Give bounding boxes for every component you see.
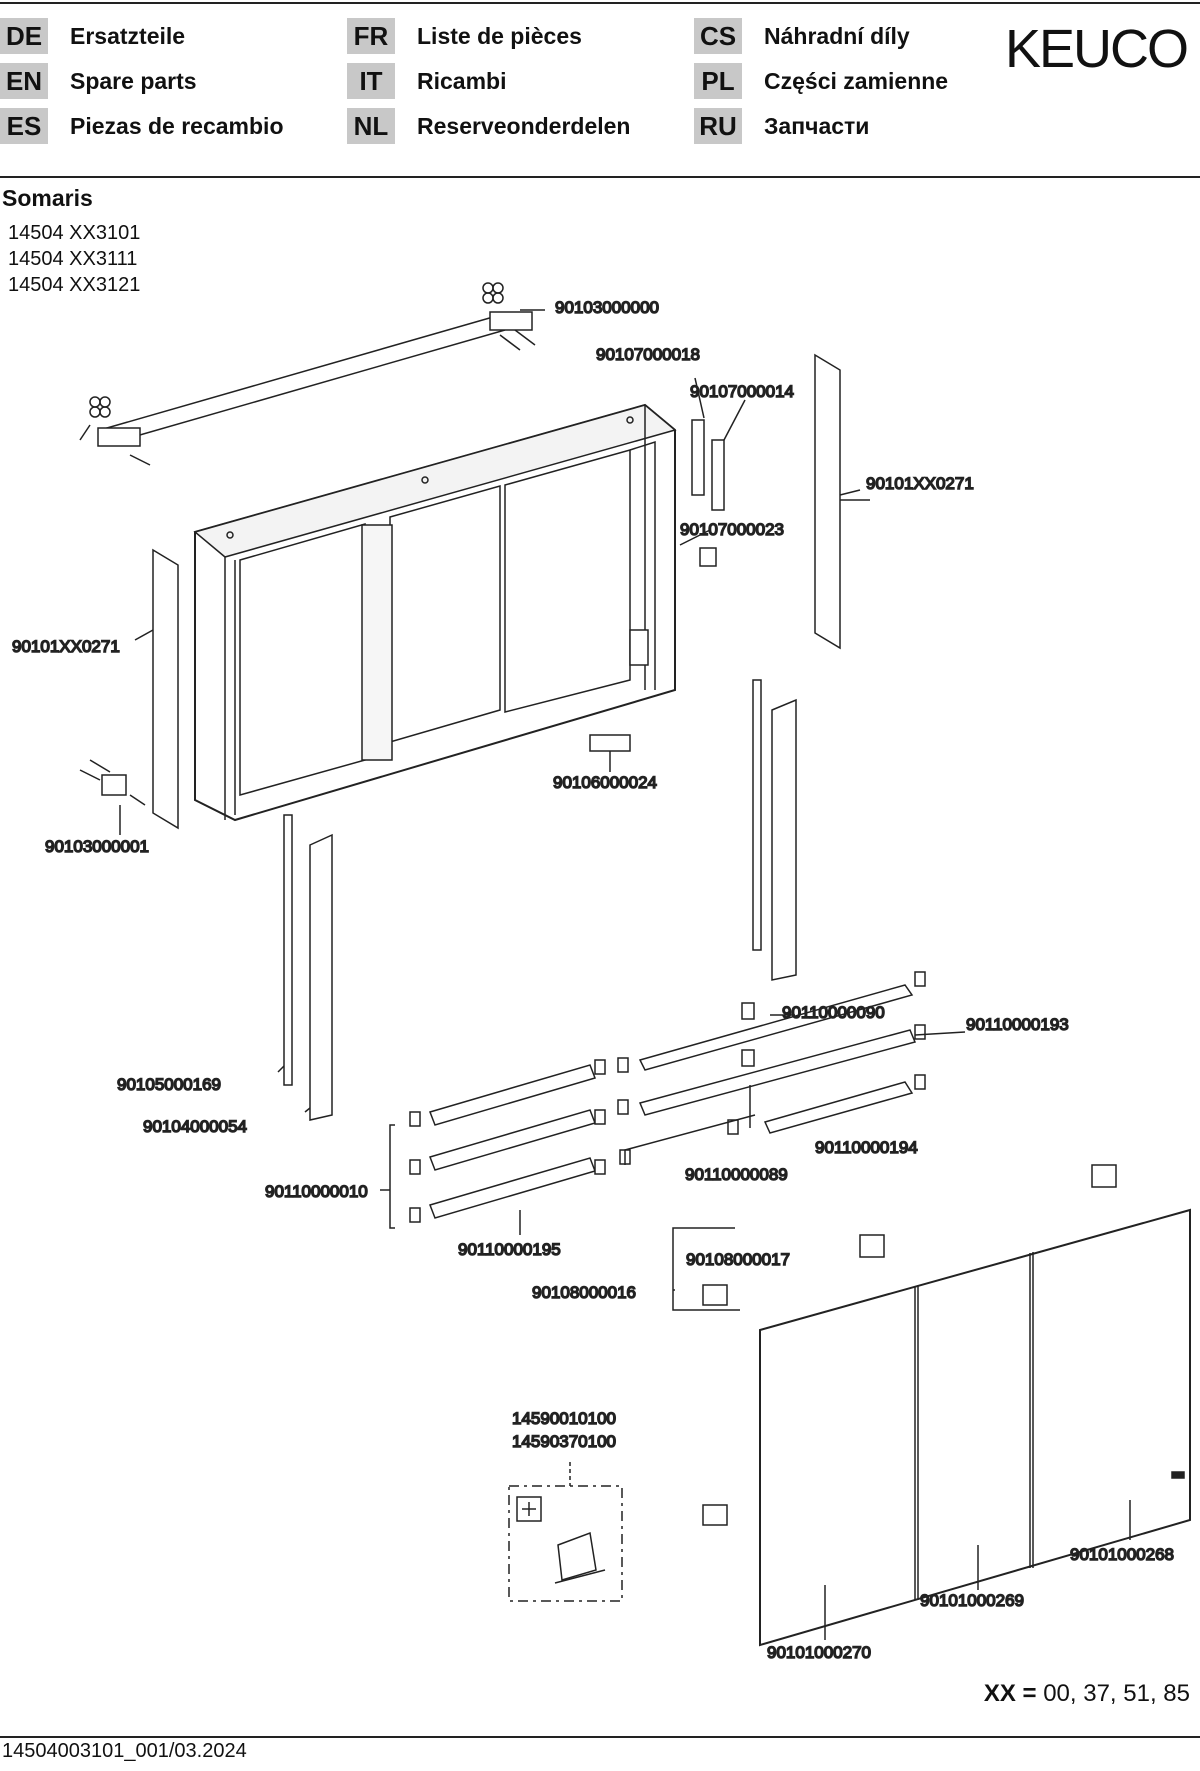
lang-cs: CS Náhradní díly xyxy=(694,18,910,54)
part-number: 14590010100 xyxy=(512,1409,616,1428)
lang-title: Ricambi xyxy=(417,67,507,94)
lang-title: Piezas de recambio xyxy=(70,112,284,139)
part-number: 90110000193 xyxy=(966,1015,1069,1034)
part-number: 90110000090 xyxy=(782,1003,885,1022)
leader xyxy=(134,629,154,641)
lang-code: CS xyxy=(694,18,742,54)
footer-rule xyxy=(0,1736,1200,1738)
lang-title: Liste de pièces xyxy=(417,22,582,49)
lang-code: EN xyxy=(0,63,48,99)
part-number: 90101000269 xyxy=(920,1591,1024,1610)
header: DE Ersatzteile EN Spare parts ES Piezas … xyxy=(0,0,1200,180)
top-rule xyxy=(0,2,1200,4)
lang-code: PL xyxy=(694,63,742,99)
right-strips xyxy=(752,679,797,981)
lang-title: Spare parts xyxy=(70,67,197,94)
part-number: 14590370100 xyxy=(512,1432,616,1451)
part-number: 90107000018 xyxy=(596,345,700,364)
color-code-note: XX = 00, 37, 51, 85 xyxy=(984,1680,1190,1708)
lang-title: Ersatzteile xyxy=(70,22,186,49)
accessory-box xyxy=(508,1462,623,1602)
part-number: 90103000000 xyxy=(555,298,659,317)
part-number: 90101000270 xyxy=(767,1643,871,1662)
part-number: 90108000016 xyxy=(532,1283,636,1302)
lang-en: EN Spare parts xyxy=(0,63,197,99)
variant-3: 14504 XX3121 xyxy=(8,274,141,296)
bottom-clip xyxy=(589,734,631,752)
lang-code: DE xyxy=(0,18,48,54)
top-mounting-rail xyxy=(79,282,536,466)
part-number: 90107000023 xyxy=(680,520,784,539)
lang-code: FR xyxy=(347,18,395,54)
lang-code: IT xyxy=(347,63,395,99)
lang-ru: RU Запчасти xyxy=(694,108,869,144)
part-number: 90101XX0271 xyxy=(866,474,974,493)
cabinet-body xyxy=(193,403,677,822)
part-number: 90104000054 xyxy=(143,1117,247,1136)
lang-nl: NL Reserveonderdelen xyxy=(347,108,630,144)
lang-fr: FR Liste de pièces xyxy=(347,18,582,54)
magnet-clips xyxy=(672,1164,1117,1526)
part-number: 90103000001 xyxy=(45,837,149,856)
color-code-label: XX = xyxy=(983,1680,1037,1707)
part-number: 90110000194 xyxy=(815,1138,918,1157)
part-number: 90101000268 xyxy=(1070,1545,1174,1564)
lang-title: Części zamienne xyxy=(764,67,949,94)
part-number: 90105000169 xyxy=(117,1075,221,1094)
lang-code: RU xyxy=(694,108,742,144)
color-code-values: 00, 37, 51, 85 xyxy=(1043,1680,1190,1707)
part-number: 90110000010 xyxy=(265,1182,368,1201)
document-number: 14504003101_001/03.2024 xyxy=(2,1740,247,1762)
lang-title: Náhradní díly xyxy=(764,22,910,49)
lang-es: ES Piezas de recambio xyxy=(0,108,284,144)
right-shelves xyxy=(617,971,926,1165)
lang-title: Reserveonderdelen xyxy=(417,112,631,139)
lang-it: IT Ricambi xyxy=(347,63,506,99)
part-number: 90107000014 xyxy=(690,382,794,401)
right-side-panel xyxy=(814,353,841,650)
left-shelves xyxy=(380,1059,606,1235)
part-number: 90110000195 xyxy=(458,1240,561,1259)
product-name: Somaris xyxy=(2,185,93,211)
part-number: 90101XX0271 xyxy=(12,637,120,656)
left-wall-bracket xyxy=(79,759,146,835)
mirror-doors xyxy=(759,1208,1191,1647)
lang-code: ES xyxy=(0,108,48,144)
lang-pl: PL Części zamienne xyxy=(694,63,948,99)
lang-code: NL xyxy=(347,108,395,144)
lang-de: DE Ersatzteile xyxy=(0,18,185,54)
part-number: 90108000017 xyxy=(686,1250,790,1269)
variant-1: 14504 XX3101 xyxy=(8,222,141,244)
part-number: 90106000024 xyxy=(553,773,657,792)
variant-2: 14504 XX3111 xyxy=(8,248,138,270)
part-number: 90110000089 xyxy=(685,1165,788,1184)
header-rule xyxy=(0,176,1200,178)
left-side-panel xyxy=(152,548,179,830)
hinge-strips xyxy=(691,377,746,567)
left-strips xyxy=(277,814,333,1121)
lang-title: Запчасти xyxy=(764,112,870,139)
leader-lines xyxy=(520,309,966,1036)
brand-logo: KEUCO xyxy=(1005,19,1189,79)
